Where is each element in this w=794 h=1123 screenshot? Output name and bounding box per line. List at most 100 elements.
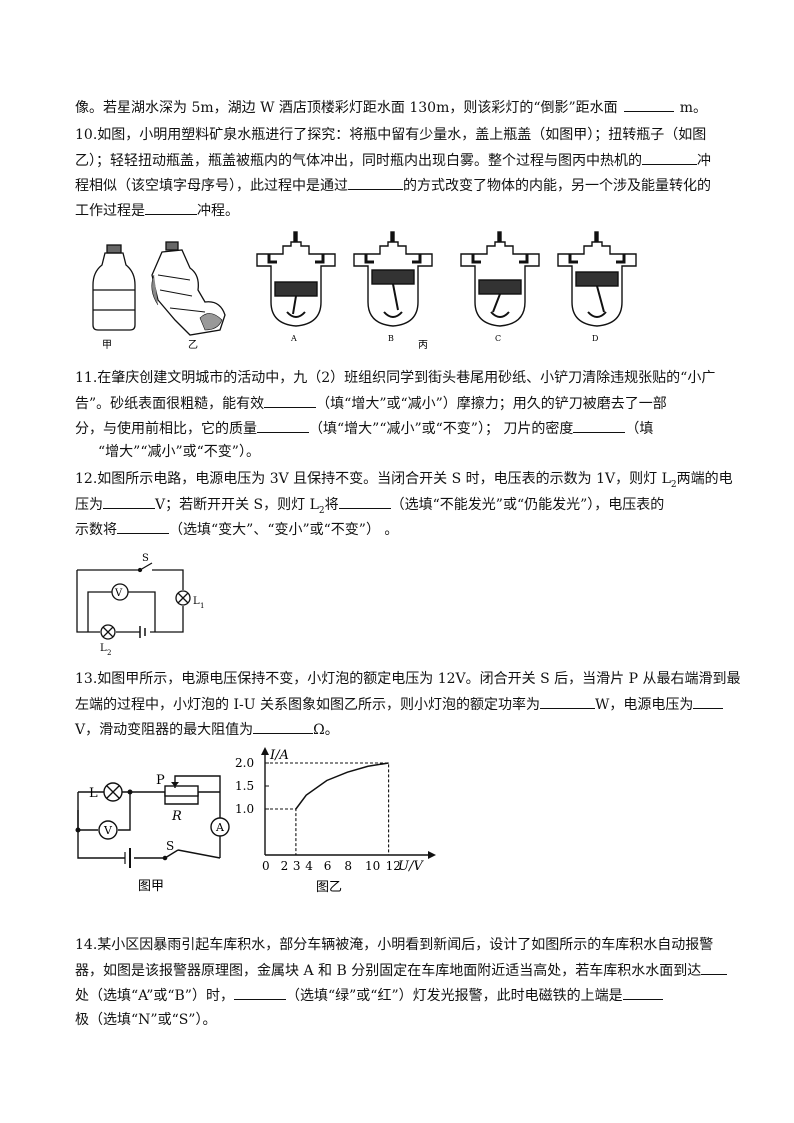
q10-line-1: 10.如图，小明用塑料矿泉水瓶进行了探究：将瓶中留有少量水，盖上瓶盖（如图甲）；… <box>75 125 706 145</box>
q12-text-2c: 将 <box>324 497 339 513</box>
answer-blank[interactable] <box>539 694 595 709</box>
q13-line-1: 13.如图甲所示，电源电压保持不变，小灯泡的额定电压为 12V。闭合开关 S 后… <box>75 669 740 689</box>
q12-text-3b: （选填“变大”、“变小”或“不变”） 。 <box>169 522 399 538</box>
subscript: 1 <box>200 602 204 610</box>
q11-line-2: 告”。砂纸表面很粗糙，能有效 （填“增大”或“减小”）摩擦力；用久的铲刀被磨去了一… <box>75 393 667 414</box>
lamp1-label: L <box>193 596 200 607</box>
answer-blank[interactable] <box>257 418 309 433</box>
q11-text-3c: （填 <box>625 421 654 437</box>
q12-line-3: 示数将 （选填“变大”、“变小”或“不变”） 。 <box>75 519 398 540</box>
lamp2-label: L <box>100 643 107 654</box>
answer-blank[interactable] <box>117 519 169 534</box>
q11-text-3b: （填“增大”“减小”或“不变”）； 刀片的密度 <box>309 421 574 437</box>
q14-text-4a: 极（选填“N”或“S”）。 <box>75 1012 217 1028</box>
q11-text-1: 11.在肇庆创建文明城市的活动中，九（2）班组织同学到街头巷尾用砂纸、小铲刀清除… <box>75 370 716 386</box>
q14-line-2: 器，如图是该报警器原理图，金属块 A 和 B 分别固定在车库地面附近适当高处，若… <box>75 960 728 981</box>
q10-figure: 甲 乙 丙 A B <box>92 231 637 351</box>
x-tick-label: 0 <box>262 859 270 873</box>
engine-label: A <box>290 334 297 343</box>
answer-blank[interactable] <box>233 985 286 1000</box>
answer-blank[interactable] <box>701 960 728 975</box>
q11-line-3: 分，与使用前相比，它的质量 （填“增大”“减小”或“不变”）； 刀片的密度 （填 <box>75 418 653 439</box>
q14-text-1: 14.某小区因暴雨引起车库积水，部分车辆被淹，小明看到新闻后，设计了如图所示的车… <box>75 937 714 953</box>
q10-line-2: 乙）；轻轻扭动瓶盖，瓶盖被瓶内的气体冲出，同时瓶内出现白雾。整个过程与图丙中热机… <box>75 150 711 171</box>
engine-a-illustration: A <box>256 231 336 343</box>
subscript: 2 <box>107 649 111 657</box>
x-tick-label: 3 <box>293 859 301 873</box>
q14-line-4: 极（选填“N”或“S”）。 <box>75 1010 216 1030</box>
label-yi: 乙 <box>188 339 198 351</box>
q10-line-3: 程相似（该空填字母序号），此过程中是通过的方式改变了物体的内能，另一个涉及能量转… <box>75 175 711 196</box>
lamp-label: L <box>89 786 98 801</box>
q11-line-1: 11.在肇庆创建文明城市的活动中，九（2）班组织同学到街头巷尾用砂纸、小铲刀清除… <box>75 368 715 388</box>
answer-blank[interactable] <box>103 494 155 509</box>
q10-text-4a: 工作过程是 <box>75 203 145 219</box>
label-jia: 甲 <box>102 340 112 351</box>
voltmeter-label: V <box>103 824 113 837</box>
q9-unit: m。 <box>679 100 707 116</box>
x-tick-label: 6 <box>324 859 332 873</box>
q13-text-2b: W，电源电压为 <box>594 697 694 713</box>
q10-text-2a: 乙）；轻轻扭动瓶盖，瓶盖被瓶内的气体冲出，同时瓶内出现白雾。整个过程与图丙中热机… <box>75 153 642 169</box>
answer-blank[interactable] <box>642 150 697 165</box>
q13-text-3b: Ω。 <box>313 722 339 738</box>
q14-line-1: 14.某小区因暴雨引起车库积水，部分车辆被淹，小明看到新闻后，设计了如图所示的车… <box>75 935 713 955</box>
engine-d-illustration: D <box>557 231 637 343</box>
x-tick-label: 10 <box>365 859 380 873</box>
q12-text-2a: 压为 <box>75 497 103 513</box>
answer-blank[interactable] <box>264 393 317 408</box>
q13-text-1: 13.如图甲所示，电源电压保持不变，小灯泡的额定电压为 12V。闭合开关 S 后… <box>75 671 741 687</box>
answer-blank[interactable] <box>622 985 663 1000</box>
q14-text-3b: （选填“绿”或“红”）灯发光报警，此时电磁铁的上端是 <box>285 988 623 1004</box>
answer-blank[interactable] <box>693 694 724 709</box>
answer-blank[interactable] <box>573 418 626 433</box>
reference-dashed-line <box>265 762 390 855</box>
answer-blank[interactable] <box>253 719 314 734</box>
engine-label: D <box>592 334 598 343</box>
figure-caption: 图乙 <box>316 880 342 895</box>
x-axis-arrow <box>428 851 436 859</box>
x-tick-label: 2 <box>281 859 289 873</box>
q10-line-4: 工作过程是 冲程。 <box>75 200 239 221</box>
x-tick-label: 4 <box>305 859 313 873</box>
q10-text-4b: 冲程。 <box>197 203 239 219</box>
switch-label: S <box>166 839 174 853</box>
q9-tail-line: 像。若星湖水深为 5m，湖边 W 酒店顶楼彩灯距水面 130m，则该彩灯的“倒影… <box>75 97 707 118</box>
q11-text-2a: 告”。砂纸表面很粗糙，能有效 <box>75 396 265 412</box>
q12-text-2d: （选填“不能发光”或“仍能发光”），电压表的 <box>390 497 665 513</box>
resistor-label: R <box>171 809 182 824</box>
answer-blank[interactable] <box>348 175 403 190</box>
label-bing: 丙 <box>418 340 428 351</box>
answer-blank[interactable] <box>145 200 197 215</box>
q12-text-3a: 示数将 <box>75 522 117 538</box>
q10-text-2b: 冲 <box>697 153 711 169</box>
q11-line-4: “增大”“减小”或“不变”）。 <box>98 442 260 462</box>
q12-circuit-diagram: S V L 1 L 2 <box>76 553 204 657</box>
engine-label: C <box>495 334 501 343</box>
x-axis-label: U/V <box>398 859 424 874</box>
iu-curve <box>295 762 389 810</box>
answer-blank[interactable] <box>623 97 674 112</box>
q10-text-3a: 程相似（该空填字母序号），此过程中是通过 <box>75 178 348 194</box>
q13-circuit-diagram: L V P R A S 图甲 <box>75 773 230 894</box>
q11-text-2b: （填“增大”或“减小”）摩擦力；用久的铲刀被磨去了一部 <box>316 396 667 412</box>
q11-text-3a: 分，与使用前相比，它的质量 <box>75 421 257 437</box>
q14-text-2a: 器，如图是该报警器原理图，金属块 A 和 B 分别固定在车库地面附近适当高处，若… <box>75 963 702 979</box>
switch-label: S <box>142 553 149 564</box>
answer-blank[interactable] <box>338 494 391 509</box>
bottle-jia-illustration <box>92 244 136 331</box>
engine-c-illustration: C <box>460 231 540 343</box>
voltmeter-label: V <box>114 588 123 599</box>
subscript: 2 <box>318 505 325 516</box>
ammeter-label: A <box>215 821 225 834</box>
y-axis-arrow <box>261 747 269 755</box>
q12-line-1: 12.如图所示电路，电源电压为 3V 且保持不变。当闭合开关 S 时，电压表的示… <box>75 469 733 495</box>
y-tick-label: 2.0 <box>235 756 254 770</box>
q10-text-1: 10.如图，小明用塑料矿泉水瓶进行了探究：将瓶中留有少量水，盖上瓶盖（如图甲）；… <box>75 127 707 143</box>
y-tick-label: 1.5 <box>235 779 254 793</box>
